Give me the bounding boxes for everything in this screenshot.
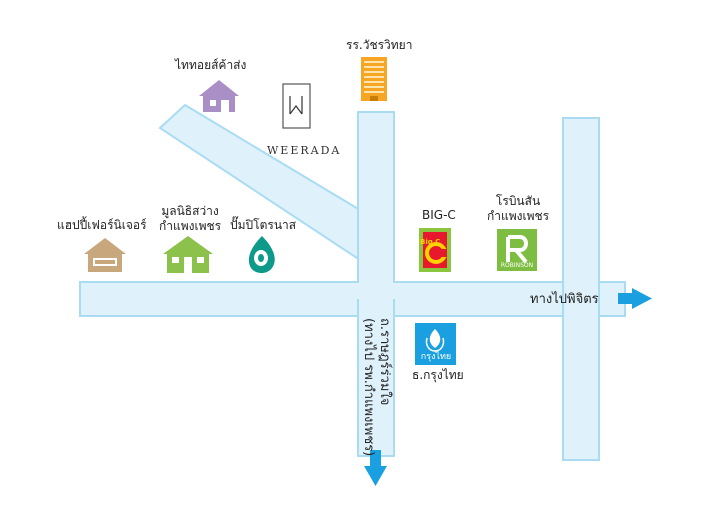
road-name-line1: ถ.ราษฎร์ร่วมใจ xyxy=(377,318,392,406)
furniture-house-icon xyxy=(84,238,126,272)
bank-label: ธ.กรุงไทย xyxy=(412,368,464,382)
school-label: รร.วัชรวิทยา xyxy=(346,38,413,52)
bank-logo xyxy=(415,323,456,365)
foundation-house-icon xyxy=(163,236,213,273)
to-phichit-label: ทางไปพิจิตร xyxy=(530,292,599,307)
robinson-logo xyxy=(497,229,537,271)
road-name-line2: (ทางไป รพ.กำแพงเพชร) xyxy=(361,318,376,457)
robinson-label-line2: กำแพงเพชร xyxy=(487,209,550,223)
robinson-label: โรบินสัน กำแพงเพชร xyxy=(487,194,549,224)
petronas-icon xyxy=(248,236,275,274)
building-icon xyxy=(361,57,387,101)
arrow-down-icon xyxy=(364,450,387,486)
ptt-label: ปั๊มปิโตรนาส xyxy=(230,218,297,232)
foundation-label-line2: กำแพงเพชร xyxy=(159,219,222,233)
happy-furniture-label: แฮปปี้เฟอร์นิเจอร์ xyxy=(57,218,147,232)
bank-logo-text: กรุงไทย xyxy=(420,352,452,362)
weerada-label: WEERADA xyxy=(267,144,342,157)
road-name-label: ถ.ราษฎร์ร่วมใจ (ทางไป รพ.กำแพงเพชร) xyxy=(360,318,392,456)
house-icon xyxy=(199,80,239,112)
foundation-label-line1: มูลนิธิสว่าง xyxy=(161,204,219,218)
foundation-label: มูลนิธิสว่าง กำแพงเพชร xyxy=(159,204,221,234)
bigc-logo-text: Big C xyxy=(420,238,441,246)
robinson-label-line1: โรบินสัน xyxy=(495,194,541,208)
robinson-logo-text: ROBINSON xyxy=(500,262,534,269)
hotel-label: ไททอยส์ค้าส่ง xyxy=(175,58,247,72)
bigc-label: BIG-C xyxy=(422,208,456,222)
weerada-logo xyxy=(282,83,311,129)
rajrwamjai-road xyxy=(357,299,395,457)
diagonal-road xyxy=(158,103,361,262)
bigc-logo xyxy=(419,228,451,272)
arrow-right-icon xyxy=(618,288,652,309)
